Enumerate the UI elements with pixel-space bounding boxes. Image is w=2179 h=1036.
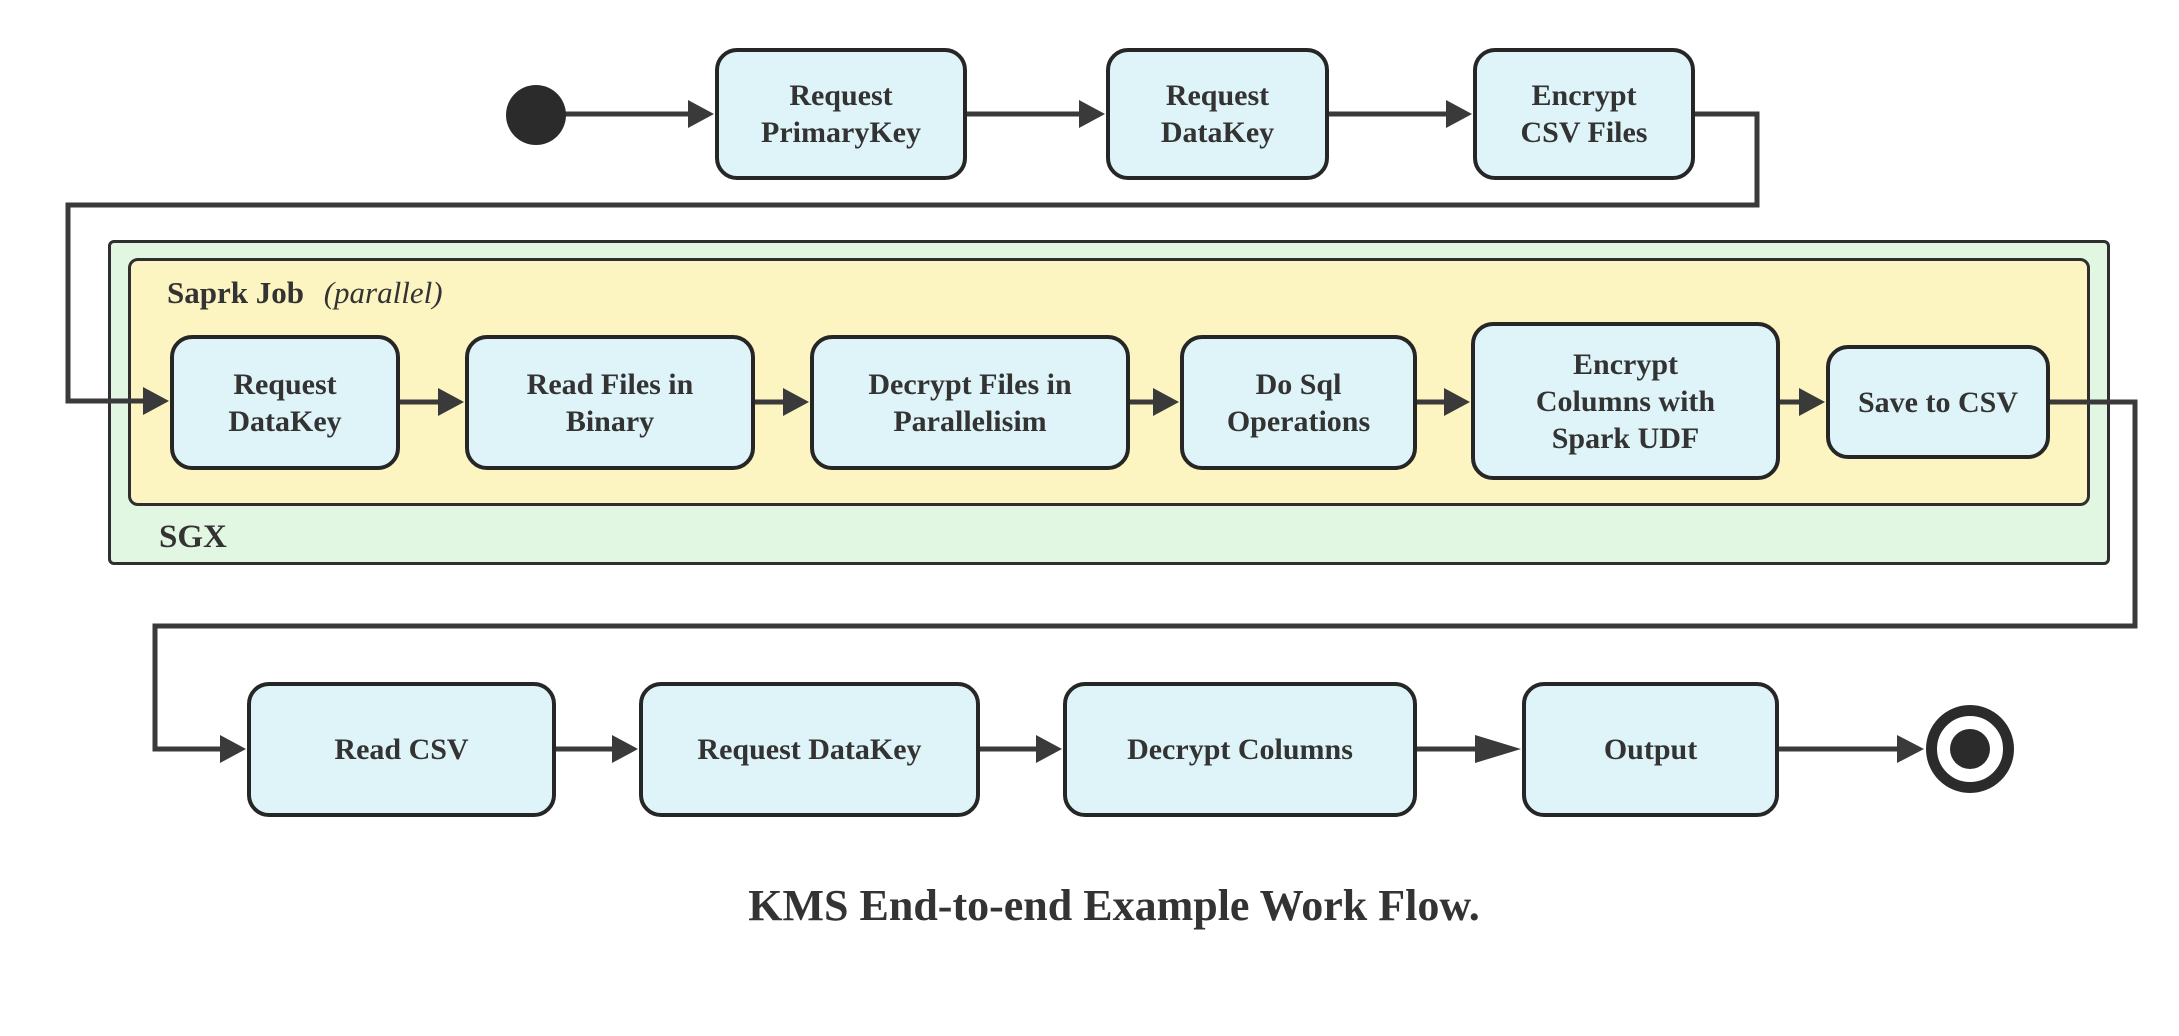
connector-decrypt-columns-to-output — [1417, 735, 1521, 763]
spark-job-title: Saprk Job (parallel) — [167, 275, 443, 311]
connector-request-datakey-to-encrypt-csv-files — [1329, 100, 1472, 128]
final-state-dot — [1950, 729, 1990, 769]
activity-do-sql-operations: Do Sql Operations — [1180, 335, 1417, 470]
activity-request-datakey-bottom: Request DataKey — [639, 682, 980, 817]
connector-start-to-request-primarykey — [564, 100, 714, 128]
spark-job-title-text: Saprk Job — [167, 275, 304, 310]
activity-encrypt-columns-with-spark-udf: Encrypt Columns with Spark UDF — [1471, 322, 1780, 480]
spark-job-title-qualifier: (parallel) — [323, 275, 443, 310]
activity-decrypt-columns: Decrypt Columns — [1063, 682, 1417, 817]
connector-output-to-end — [1779, 735, 1924, 763]
activity-decrypt-files-in-parallelisim: Decrypt Files in Parallelisim — [810, 335, 1130, 470]
activity-read-csv: Read CSV — [247, 682, 556, 817]
sgx-label: SGX — [159, 519, 227, 555]
activity-save-to-csv: Save to CSV — [1826, 345, 2050, 459]
activity-request-primarykey: Request PrimaryKey — [715, 48, 967, 180]
activity-request-datakey-sgx: Request DataKey — [170, 335, 400, 470]
connector-request-primarykey-to-request-datakey — [967, 100, 1105, 128]
activity-encrypt-csv-files: Encrypt CSV Files — [1473, 48, 1695, 180]
activity-read-files-in-binary: Read Files in Binary — [465, 335, 755, 470]
initial-state-marker — [506, 85, 566, 145]
activity-request-datakey-top: Request DataKey — [1106, 48, 1329, 180]
connector-request-datakey-to-decrypt-columns — [980, 735, 1062, 763]
activity-output: Output — [1522, 682, 1779, 817]
final-state-marker — [1926, 705, 2014, 793]
connector-read-csv-to-request-datakey — [556, 735, 638, 763]
diagram-caption: KMS End-to-end Example Work Flow. — [748, 881, 1480, 930]
